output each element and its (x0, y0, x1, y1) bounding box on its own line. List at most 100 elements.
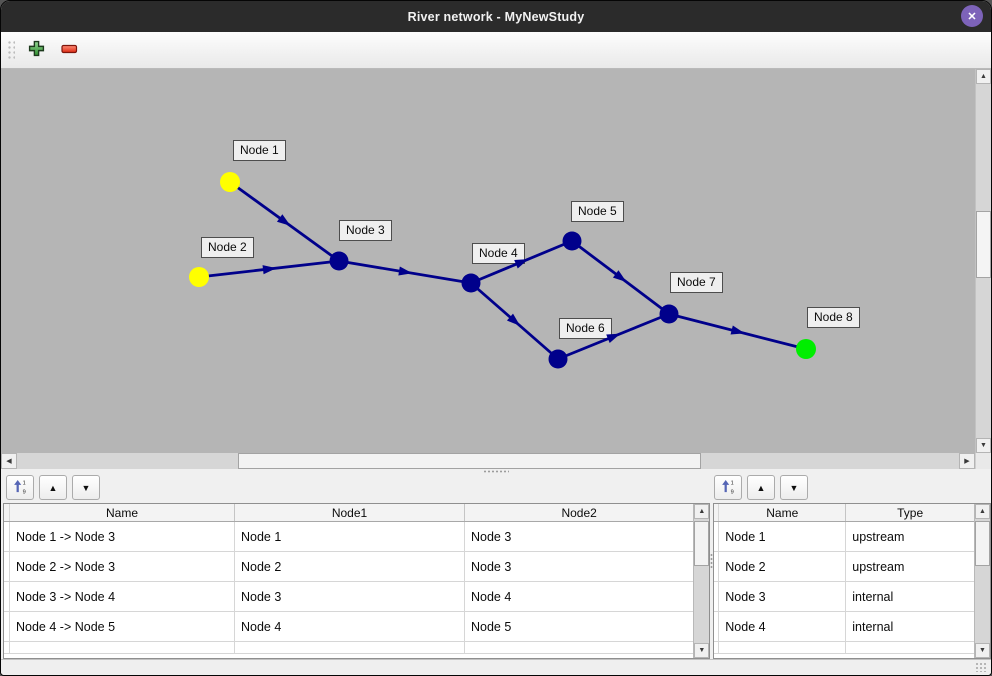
node-label[interactable]: Node 4 (472, 243, 525, 264)
table-cell[interactable]: Node 2 (719, 552, 847, 581)
vertical-scroll-thumb[interactable] (976, 211, 991, 278)
toolbar-drag-handle[interactable] (6, 39, 15, 61)
table-row[interactable]: Node 1 upstream (714, 522, 974, 552)
table-cell[interactable]: Node 2 (235, 552, 465, 581)
table-cell[interactable]: Node 5 (471, 619, 512, 634)
column-header[interactable]: Node1 (235, 504, 465, 521)
branches-table-scrollbar[interactable]: ▲ ▼ (693, 504, 710, 658)
table-cell[interactable]: Node 4 (471, 589, 512, 604)
table-row[interactable]: Node 3 internal (714, 582, 974, 612)
river-network-canvas[interactable]: Node 1 Node 2 Node 3 Node 4 Node 5 Node 6 Node… (1, 69, 975, 453)
table-cell[interactable]: Node 3 (719, 582, 847, 611)
graph-vertical-scrollbar[interactable]: ▲ ▼ (975, 69, 991, 453)
table-toolbars: 1 9 ▲ ▼ 1 9 ▲ ▼ (1, 473, 991, 503)
scroll-up-button[interactable]: ▲ (976, 69, 991, 84)
table-cell[interactable]: Node 4 -> Node 5 (10, 612, 235, 641)
horizontal-scroll-track[interactable] (17, 453, 959, 469)
close-button[interactable]: ✕ (961, 5, 983, 27)
node-label[interactable]: Node 1 (233, 140, 286, 161)
river-node[interactable] (189, 267, 209, 287)
table-cell[interactable]: upstream (852, 559, 905, 574)
scroll-left-button[interactable]: ◀ (1, 453, 17, 469)
scroll-up-button[interactable]: ▲ (694, 504, 710, 519)
node-label[interactable]: Node 3 (339, 220, 392, 241)
node-label[interactable]: Node 6 (559, 318, 612, 339)
river-node[interactable] (548, 349, 568, 369)
move-up-icon: ▲ (48, 482, 58, 493)
horizontal-scroll-thumb[interactable] (238, 453, 701, 469)
close-icon: ✕ (967, 10, 977, 23)
down-arrow-icon: ▼ (698, 647, 706, 654)
move-node-up-button[interactable]: ▲ (747, 475, 775, 500)
river-node[interactable] (461, 273, 481, 293)
move-branch-down-button[interactable]: ▼ (72, 475, 100, 500)
sort-nodes-button[interactable]: 1 9 (714, 475, 742, 500)
river-node[interactable] (329, 251, 349, 271)
table-cell[interactable]: Node 1 (719, 522, 847, 551)
table-cell[interactable]: Node 4 (719, 612, 847, 641)
column-header[interactable]: Node2 (561, 505, 597, 520)
sort-branches-button[interactable]: 1 9 (6, 475, 34, 500)
column-header[interactable]: Name (719, 504, 847, 521)
table-cell[interactable]: Node 3 (235, 582, 465, 611)
nodes-table-scrollbar[interactable]: ▲ ▼ (974, 504, 990, 658)
splitter-grip-icon (483, 469, 509, 473)
move-down-icon: ▼ (81, 482, 91, 493)
table-cell[interactable]: internal (852, 619, 894, 634)
scroll-track[interactable] (975, 519, 990, 643)
table-cell[interactable]: upstream (852, 529, 905, 544)
column-header[interactable]: Type (897, 505, 924, 520)
right-arrow-icon: ▶ (964, 458, 970, 465)
scroll-right-button[interactable]: ▶ (959, 453, 975, 469)
node-label[interactable]: Node 2 (201, 237, 254, 258)
scroll-down-button[interactable]: ▼ (694, 643, 710, 658)
row-gutter (4, 642, 10, 653)
table-row[interactable]: Node 2 upstream (714, 552, 974, 582)
edge-arrow-icon (612, 270, 627, 283)
node-label[interactable]: Node 8 (807, 307, 860, 328)
table-cell[interactable]: Node 3 (471, 529, 512, 544)
graph-horizontal-scrollbar[interactable]: ◀ ▶ (1, 453, 991, 469)
table-row[interactable]: Node 4 internal (714, 612, 974, 642)
table-cell[interactable]: Node 1 -> Node 3 (10, 522, 235, 551)
column-header[interactable]: Name (10, 504, 235, 521)
table-cell[interactable]: Node 4 (235, 612, 465, 641)
river-node[interactable] (220, 172, 240, 192)
scroll-up-button[interactable]: ▲ (975, 504, 990, 519)
node-labels-layer: Node 1 Node 2 Node 3 Node 4 Node 5 Node 6 Node… (1, 69, 975, 453)
table-cell[interactable]: Node 1 (235, 522, 465, 551)
table-cell[interactable]: Node 3 (471, 559, 512, 574)
titlebar[interactable]: River network - MyNewStudy ✕ (1, 1, 991, 32)
edge-arrow-icon (262, 265, 277, 275)
vertical-scroll-track[interactable] (976, 84, 991, 438)
horizontal-splitter[interactable] (1, 469, 991, 473)
empty-row (714, 642, 974, 654)
table-cell[interactable]: Node 2 -> Node 3 (10, 552, 235, 581)
add-node-button[interactable] (23, 37, 49, 63)
node-label[interactable]: Node 7 (670, 272, 723, 293)
river-node[interactable] (562, 231, 582, 251)
scroll-thumb[interactable] (975, 521, 990, 566)
table-cell[interactable]: internal (852, 589, 894, 604)
river-node[interactable] (796, 339, 816, 359)
table-splitter[interactable] (710, 503, 714, 659)
scroll-thumb[interactable] (694, 521, 710, 566)
move-node-down-button[interactable]: ▼ (780, 475, 808, 500)
scroll-down-button[interactable]: ▼ (975, 643, 990, 658)
node-label[interactable]: Node 5 (571, 201, 624, 222)
scroll-track[interactable] (694, 519, 710, 643)
left-arrow-icon: ◀ (6, 458, 12, 465)
move-branch-up-button[interactable]: ▲ (39, 475, 67, 500)
window-resize-grip[interactable] (975, 662, 987, 672)
edge-arrow-icon (730, 325, 745, 335)
scroll-down-button[interactable]: ▼ (976, 438, 991, 453)
remove-node-button[interactable] (56, 37, 82, 63)
river-node[interactable] (659, 304, 679, 324)
table-cell[interactable]: Node 3 -> Node 4 (10, 582, 235, 611)
